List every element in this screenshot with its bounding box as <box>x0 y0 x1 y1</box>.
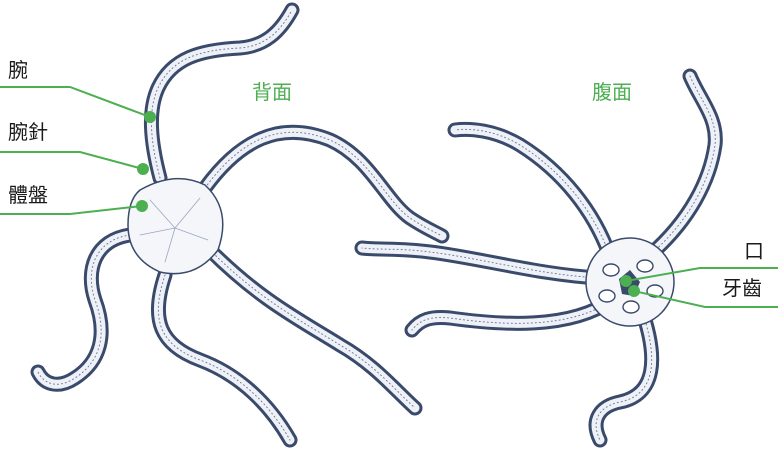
label-teeth: 牙齒 <box>722 278 762 298</box>
dorsal-view-title: 背面 <box>252 82 292 102</box>
label-arm: 腕 <box>8 60 28 80</box>
dot-disc <box>136 200 148 212</box>
dot-teeth <box>628 285 640 297</box>
dot-arm-spine <box>137 163 149 175</box>
leader-disc <box>0 206 142 214</box>
ventral-view-illustration <box>362 76 715 440</box>
dorsal-view-illustration <box>38 10 442 440</box>
dot-mouth <box>620 275 632 287</box>
dot-arm <box>144 111 156 123</box>
dorsal-arm-left <box>38 235 130 384</box>
label-mouth: 口 <box>744 241 764 261</box>
ventral-view-title: 腹面 <box>592 82 632 102</box>
leader-arm-spine <box>0 152 143 169</box>
leader-arm <box>0 87 150 117</box>
label-arm-spine: 腕針 <box>8 122 48 142</box>
label-disc: 體盤 <box>8 185 48 205</box>
dorsal-disc <box>128 179 223 274</box>
